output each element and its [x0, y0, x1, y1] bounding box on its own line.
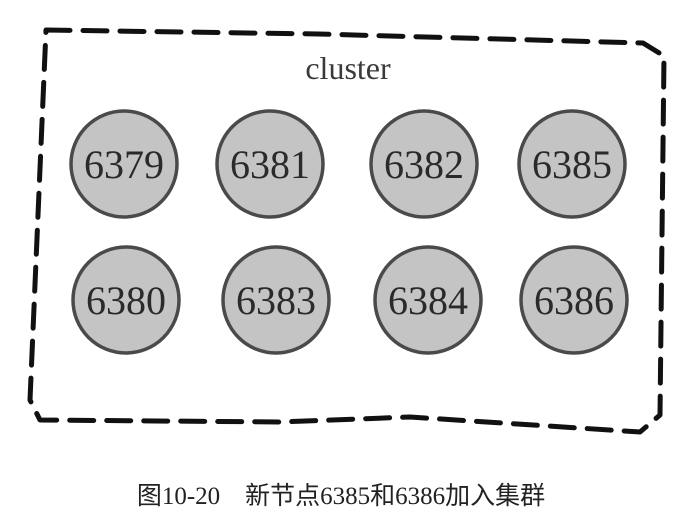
node-label: 6384: [388, 278, 468, 323]
node-6383: 6383: [221, 245, 331, 355]
node-label: 6381: [230, 142, 310, 187]
node-6380: 6380: [71, 245, 181, 355]
node-label: 6383: [236, 278, 316, 323]
node-6384: 6384: [373, 245, 483, 355]
node-label: 6385: [532, 142, 612, 187]
node-6379: 6379: [69, 109, 179, 219]
node-label: 6382: [384, 142, 464, 187]
node-label: 6386: [534, 278, 614, 323]
node-6382: 6382: [369, 109, 479, 219]
node-6381: 6381: [215, 109, 325, 219]
node-label: 6380: [86, 278, 166, 323]
figure-caption: 图10-20 新节点6385和6386加入集群: [136, 483, 546, 510]
node-label: 6379: [84, 142, 164, 187]
cluster-boundary: [27, 27, 667, 435]
node-6385: 6385: [517, 109, 627, 219]
cluster-label: cluster: [305, 50, 391, 86]
node-6386: 6386: [519, 245, 629, 355]
